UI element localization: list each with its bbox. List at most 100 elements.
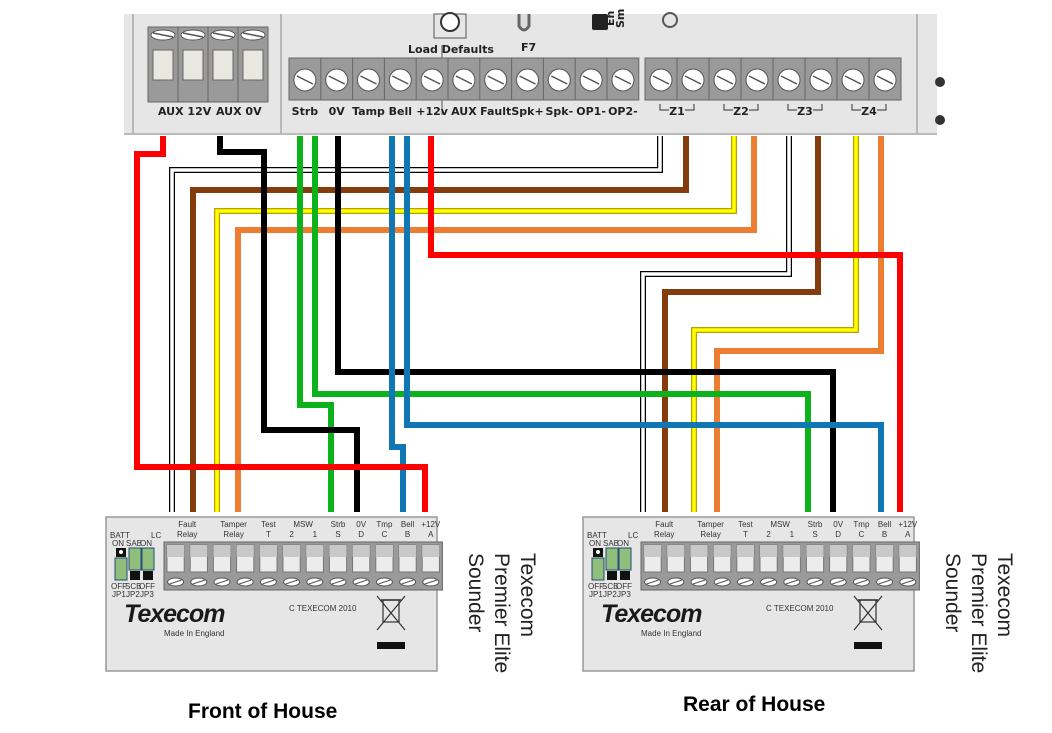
sounder-label-top: MSW (293, 520, 313, 529)
wire-brown-z3-rear (662, 136, 821, 512)
weee-bar (377, 642, 405, 649)
sounder-label-bottom: Relay (654, 530, 674, 539)
screw-slot (646, 579, 659, 585)
jumper-jp3[interactable] (141, 547, 155, 571)
jumper-off-label: OFF (139, 582, 155, 591)
partial-text-2: Sm (614, 9, 627, 28)
bell-terminal-label: 0V (329, 105, 346, 118)
sounder-label-bottom: B (405, 530, 410, 539)
texecom-logo: Texecom (124, 600, 225, 628)
bell-terminal-label: OP1- (576, 105, 606, 118)
bell-terminal-label: Spk- (545, 105, 573, 118)
zone-label: Z4 (861, 105, 877, 118)
sounder-label-bottom: B (882, 530, 887, 539)
caption-front-of-house: Front of House (188, 700, 337, 723)
screw-slot (855, 579, 868, 585)
bell-terminal-label: Bell (389, 105, 412, 118)
terminal-shadow (259, 545, 277, 557)
sounder-label-bottom: D (358, 530, 364, 539)
sounder-label-bottom: 1 (790, 530, 795, 539)
wire-blue-bell-rear (404, 136, 884, 512)
sounder-label-bottom: S (812, 530, 817, 539)
screw-slot (876, 75, 894, 85)
wire-white-z1-front (170, 136, 662, 512)
jumper-jp1[interactable] (114, 557, 128, 581)
sounder-label-top: Bell (401, 520, 415, 529)
terminal-shadow (852, 545, 870, 557)
sounder-title-line: Premier Elite (490, 553, 513, 673)
sounder-label-bottom: Relay (177, 530, 197, 539)
terminal-clamp (152, 49, 174, 81)
screw-slot (424, 579, 437, 585)
jumper-off-label: OFF (616, 582, 632, 591)
jumper-on-label: ON (617, 539, 629, 548)
sounder-title-line: Sounder (464, 553, 487, 632)
jumper-jp1[interactable] (591, 557, 605, 581)
sounder-label-bottom: 2 (289, 530, 294, 539)
zone-label: Z3 (797, 105, 813, 118)
fuse-f7-label: F7 (521, 41, 536, 54)
partial-text-1: En (604, 11, 617, 26)
jumper-id-label: JP1 (112, 590, 126, 599)
screw-slot (239, 579, 252, 585)
terminal-clamp (212, 49, 234, 81)
sounder-label-top: Fault (655, 520, 674, 529)
jumper-pin-hole (596, 550, 600, 554)
zone-label: Z2 (733, 105, 749, 118)
jumper-jp2[interactable] (605, 547, 619, 571)
jumper-pin-hole (119, 550, 123, 554)
bell-terminal-label: AUX (451, 105, 477, 118)
jumper-id-label: JP3 (140, 590, 154, 599)
terminal-shadow (876, 545, 894, 557)
jumper-top-label: LC (151, 531, 161, 540)
jumper-pin (607, 571, 617, 580)
screw-slot (716, 75, 734, 85)
sounder-label-top: Tamper (697, 520, 724, 529)
screw-slot (401, 579, 414, 585)
jumper-top-label: LC (628, 531, 638, 540)
screw-slot (360, 75, 377, 85)
sounder-label-bottom: S (335, 530, 340, 539)
screw-slot (582, 75, 600, 85)
terminal-shadow (213, 545, 231, 557)
terminal-shadow (306, 545, 324, 557)
jumper-id-label: JP2 (603, 590, 617, 599)
screw-slot (296, 75, 314, 85)
weee-bar (854, 642, 882, 649)
screw-slot (192, 579, 205, 585)
jumper-jp3[interactable] (618, 547, 632, 571)
screw-slot (455, 75, 473, 85)
screw-slot (423, 75, 441, 85)
terminal-shadow (713, 545, 731, 557)
sounder-title-line: Texecom (993, 553, 1016, 637)
jumper-jp2[interactable] (128, 547, 142, 571)
jumper-pin (620, 571, 630, 580)
sounder-label-bottom: A (905, 530, 911, 539)
partial-logo-icon (592, 14, 608, 30)
sounder-label-top: Test (261, 520, 276, 529)
terminal-shadow (829, 545, 847, 557)
sounder-label-top: Fault (178, 520, 197, 529)
sounder-title-line: Premier Elite (967, 553, 990, 673)
zone-bracket (723, 104, 759, 111)
screw-slot (878, 579, 891, 585)
aux-0v-label: AUX 0V (216, 105, 262, 118)
screw-slot (812, 75, 830, 85)
sounder-terminal-strip (640, 541, 920, 591)
sounder-label-top: Bell (878, 520, 892, 529)
terminal-shadow (352, 545, 370, 557)
panel-mount-hole-2 (935, 115, 945, 125)
screw-slot (285, 579, 298, 585)
screw-slot (487, 75, 505, 85)
screw-slot (762, 579, 775, 585)
jumper-top-label: BATT (587, 531, 607, 540)
jumper-id-label: JP1 (589, 590, 603, 599)
screw-slot (901, 579, 914, 585)
sounder-label-bottom: T (266, 530, 271, 539)
wire-green-strb-rear (312, 136, 811, 512)
screw-slot (716, 579, 729, 585)
